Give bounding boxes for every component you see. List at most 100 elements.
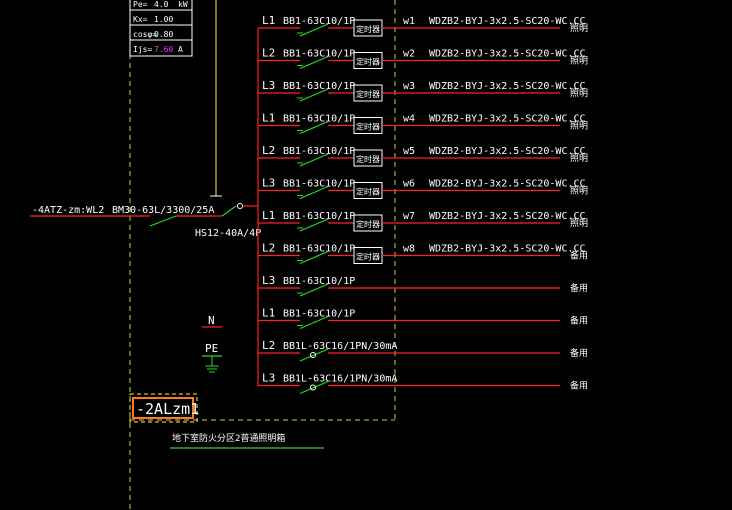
circuit-row[interactable]: L3 BB1L-63C16/1PN/30mA 备用 xyxy=(258,372,588,395)
circuit-breaker-label: BB1-63C10/1P xyxy=(283,49,355,60)
breaker-icon xyxy=(299,120,329,135)
circuit-id: w6 xyxy=(403,179,415,190)
param-value: 7.60 xyxy=(154,45,173,54)
panel-caption-text: 地下室防火分区2普通照明箱 xyxy=(172,432,285,444)
timer-label: 定时器 xyxy=(356,154,380,164)
incoming-breaker-symbol xyxy=(149,215,222,227)
circuit-breaker-label: BB1L-63C16/1PN/30mA xyxy=(283,374,397,385)
circuit-phase: L1 xyxy=(262,112,275,125)
param-unit: A xyxy=(178,45,183,54)
circuit-id: w3 xyxy=(403,81,415,92)
neutral-terminal: N xyxy=(202,314,222,328)
circuit-phase: L1 xyxy=(262,14,275,27)
circuit-cable: WDZB2-BYJ-3x2.5-SC20-WC.CC xyxy=(429,146,586,157)
ground-icon xyxy=(205,356,219,373)
circuit-phase: L3 xyxy=(262,79,275,92)
circuit-use: 备用 xyxy=(570,250,588,262)
panel-caption: 地下室防火分区2普通照明箱 xyxy=(170,432,324,449)
param-label: Pe= xyxy=(133,0,148,9)
isolating-switch-label: HS12-40A/4P xyxy=(195,228,261,239)
breaker-icon xyxy=(299,380,329,395)
circuit-cable: WDZB2-BYJ-3x2.5-SC20-WC.CC xyxy=(429,81,586,92)
circuit-breaker-label: BB1-63C10/1P xyxy=(283,244,355,255)
circuit-breaker-label: BB1L-63C16/1PN/30mA xyxy=(283,341,397,352)
circuit-cable: WDZB2-BYJ-3x2.5-SC20-WC.CC xyxy=(429,114,586,125)
circuit-use: 照明 xyxy=(570,88,588,99)
circuit-use: 照明 xyxy=(570,153,588,164)
timer-label: 定时器 xyxy=(356,219,380,229)
breaker-icon xyxy=(299,283,329,297)
timer-label: 定时器 xyxy=(356,252,380,262)
circuit-phase: L2 xyxy=(262,242,275,255)
breaker-icon xyxy=(299,153,329,167)
circuit-breaker-label: BB1-63C10/1P xyxy=(283,81,355,92)
param-unit: kW xyxy=(178,0,188,9)
param-value: 4.0 xyxy=(154,0,169,9)
source-label: -4ATZ-zm:WL2 xyxy=(32,205,104,216)
circuit-cable: WDZB2-BYJ-3x2.5-SC20-WC.CC xyxy=(429,49,586,60)
breaker-icon xyxy=(299,88,329,102)
timer-label: 定时器 xyxy=(356,24,380,34)
circuit-row[interactable]: L2 BB1L-63C16/1PN/30mA 备用 xyxy=(258,339,588,362)
param-value: 0.80 xyxy=(154,30,173,39)
circuit-phase: L2 xyxy=(262,144,275,157)
circuit-id: w5 xyxy=(403,146,415,157)
param-label: Kx= xyxy=(133,15,148,24)
circuit-use: 照明 xyxy=(570,56,588,67)
rcd-indicator-icon xyxy=(310,352,316,358)
circuit-cable: WDZB2-BYJ-3x2.5-SC20-WC.CC xyxy=(429,211,586,222)
circuit-cable: WDZB2-BYJ-3x2.5-SC20-WC.CC xyxy=(429,244,586,255)
circuit-use: 照明 xyxy=(570,186,588,197)
circuit-phase: L3 xyxy=(262,372,275,385)
circuit-id: w2 xyxy=(403,49,415,60)
breaker-icon xyxy=(299,348,329,362)
circuit-breaker-label: BB1-63C10/1P xyxy=(283,16,355,27)
circuit-breaker-label: BB1-63C10/1P xyxy=(283,309,355,320)
panel-name: -2ALzm1 xyxy=(136,400,199,418)
panel-name-box[interactable]: -2ALzm1 xyxy=(129,393,199,423)
circuit-use: 备用 xyxy=(570,347,588,359)
breaker-icon xyxy=(299,315,329,330)
breaker-icon xyxy=(299,23,329,37)
circuit-breaker-label: BB1-63C10/1P xyxy=(283,114,355,125)
circuit-use: 照明 xyxy=(570,121,588,132)
incoming-breaker-label: BM30-63L/3300/25A xyxy=(112,205,214,216)
circuit-phase: L3 xyxy=(262,274,275,287)
circuit-phase: L3 xyxy=(262,177,275,190)
timer-label: 定时器 xyxy=(356,122,380,132)
circuit-use: 备用 xyxy=(570,282,588,294)
timer-label: 定时器 xyxy=(356,57,380,67)
timer-label: 定时器 xyxy=(356,89,380,99)
circuit-cable: WDZB2-BYJ-3x2.5-SC20-WC.CC xyxy=(429,179,586,190)
circuit-id: w7 xyxy=(403,211,415,222)
circuit-phase: L2 xyxy=(262,47,275,60)
param-value: 1.00 xyxy=(154,15,173,24)
incoming-feeder: -4ATZ-zm:WL2 BM30-63L/3300/25A HS12-40A/… xyxy=(30,0,261,239)
circuit-id: w4 xyxy=(403,114,415,125)
isolating-switch-symbol xyxy=(221,203,258,217)
rcd-indicator-icon xyxy=(310,384,316,391)
circuit-breaker-label: BB1-63C10/1P xyxy=(283,179,355,190)
circuit-use: 备用 xyxy=(570,380,588,392)
panel-boundary xyxy=(129,0,396,510)
circuit-use: 照明 xyxy=(570,23,588,34)
circuit-breaker-label: BB1-63C10/1P xyxy=(283,276,355,287)
circuit-phase: L1 xyxy=(262,307,275,320)
circuit-phase: L2 xyxy=(262,339,275,352)
circuit-phase: L1 xyxy=(262,209,275,222)
circuit-use: 照明 xyxy=(570,218,588,229)
circuit-row[interactable]: L3 BB1-63C10/1P 备用 xyxy=(258,274,588,297)
pe-label: PE xyxy=(205,342,218,355)
